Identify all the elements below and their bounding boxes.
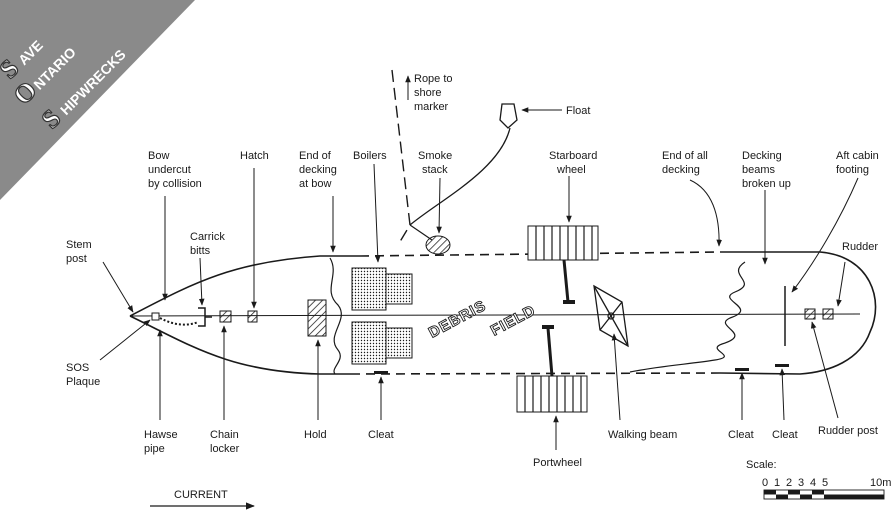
- chain-locker-shape: [219, 310, 232, 323]
- end-all-decking-label-1: End of all: [662, 150, 708, 162]
- hatch-label: Hatch: [240, 150, 269, 162]
- hold-label: Hold: [304, 429, 327, 441]
- rudder-post-label: Rudder post: [818, 425, 878, 437]
- keel-line: [129, 313, 861, 317]
- cleat-mid-label: Cleat: [368, 429, 394, 441]
- portwheel-shape: [516, 325, 588, 413]
- rope-label-3: marker: [414, 101, 449, 113]
- bow-undercut-label-3: by collision: [148, 178, 202, 190]
- hull: [129, 251, 877, 375]
- cleat-mid-shape: [374, 371, 388, 374]
- leader-lines: [99, 75, 859, 510]
- scale-bar: Scale: 0 1 2 3 4 5 10m: [746, 459, 891, 500]
- boiler-1: [351, 267, 387, 311]
- hawse-pipe-label-1: Hawse: [144, 429, 178, 441]
- boilers-label: Boilers: [353, 150, 387, 162]
- hull-top-solid: [129, 255, 360, 317]
- decking-beams-label-2: beams: [742, 164, 776, 176]
- scale-tick-5: 5: [822, 477, 828, 489]
- labels: Rope to shore marker Float Bow undercut …: [66, 73, 879, 501]
- stem-post-label-2: post: [66, 253, 87, 265]
- sos-plaque-label-1: SOS: [66, 362, 89, 374]
- end-decking-bow-label-2: decking: [299, 164, 337, 176]
- scale-tick-3: 3: [798, 477, 804, 489]
- current-label: CURRENT: [174, 489, 228, 501]
- smoke-stack-label-2: stack: [422, 164, 448, 176]
- field-label: FIELD: [488, 302, 539, 340]
- rope-label-1: Rope to: [414, 73, 453, 85]
- boilers: [351, 267, 413, 365]
- hatch-shape: [247, 310, 258, 323]
- walking-beam-label: Walking beam: [608, 429, 677, 441]
- chain-locker-label-2: locker: [210, 443, 240, 455]
- starboard-wheel-shape: [527, 225, 599, 304]
- end-all-decking-label-2: decking: [662, 164, 700, 176]
- starboard-wheel-label-2: wheel: [556, 164, 586, 176]
- hull-bottom-dashed: [359, 372, 721, 375]
- smoke-stack-shape: [425, 235, 451, 255]
- portwheel-label: Portwheel: [533, 457, 582, 469]
- hawse-pipe-label-2: pipe: [144, 443, 165, 455]
- sos-plaque-label-2: Plaque: [66, 376, 100, 388]
- cleat-aft2-label: Cleat: [772, 429, 798, 441]
- smoke-stack-label-1: Smoke: [418, 150, 452, 162]
- decking-beams-broken-line: [629, 261, 746, 373]
- walking-beam-shape: [593, 284, 629, 348]
- carrick-bitts-label-2: bitts: [190, 245, 211, 257]
- starboard-wheel-label-1: Starboard: [549, 150, 597, 162]
- boiler-2b: [385, 327, 413, 359]
- end-decking-bow-label-3: at bow: [299, 178, 331, 190]
- stem-post-label-1: Stem: [66, 239, 92, 251]
- cleat-aft1-label: Cleat: [728, 429, 754, 441]
- scale-tick-1: 1: [774, 477, 780, 489]
- anchor-chain: [159, 317, 199, 326]
- hold-shape: [307, 299, 327, 337]
- rudder-post-shape: [804, 308, 816, 320]
- boiler-1b: [385, 273, 413, 305]
- carrick-bitts-shape: [198, 307, 212, 327]
- cleat-aft2-shape: [775, 364, 789, 367]
- logo-triangle: [0, 0, 195, 200]
- boiler-2: [351, 321, 387, 365]
- scale-title: Scale:: [746, 459, 777, 471]
- rudder-shape: [822, 308, 834, 320]
- end-decking-bow-label-1: End of: [299, 150, 332, 162]
- carrick-bitts-label-1: Carrick: [190, 231, 225, 243]
- decking-beams-label-1: Decking: [742, 150, 782, 162]
- float-line: [409, 127, 511, 226]
- stack-guy-line: [409, 224, 433, 241]
- hull-stern: [719, 251, 877, 375]
- bow-undercut-label-2: undercut: [148, 164, 191, 176]
- end-decking-bow-line: [329, 257, 342, 375]
- bow-undercut-label-1: Bow: [148, 150, 169, 162]
- chain-locker-label-1: Chain: [210, 429, 239, 441]
- cleat-aft1-shape: [735, 368, 749, 371]
- scale-tick-4: 4: [810, 477, 816, 489]
- aft-cabin-label-2: footing: [836, 164, 869, 176]
- rope-label-2: shore: [414, 87, 442, 99]
- rope-dashed: [391, 69, 411, 246]
- scale-tick-2: 2: [786, 477, 792, 489]
- decking-beams-label-3: broken up: [742, 178, 791, 190]
- sos-logo: S AVE O NTARIO S HIPWRECKS: [0, 0, 195, 200]
- scale-tick-10m: 10m: [870, 477, 891, 489]
- debris-label: DEBRIS: [426, 297, 489, 341]
- sos-plaque-shape: [151, 312, 160, 321]
- scale-tick-0: 0: [762, 477, 768, 489]
- aft-cabin-label-1: Aft cabin: [836, 150, 879, 162]
- float-shape: [499, 103, 518, 129]
- rudder-label: Rudder: [842, 241, 878, 253]
- float-label: Float: [566, 105, 590, 117]
- hull-bottom-solid: [129, 315, 360, 375]
